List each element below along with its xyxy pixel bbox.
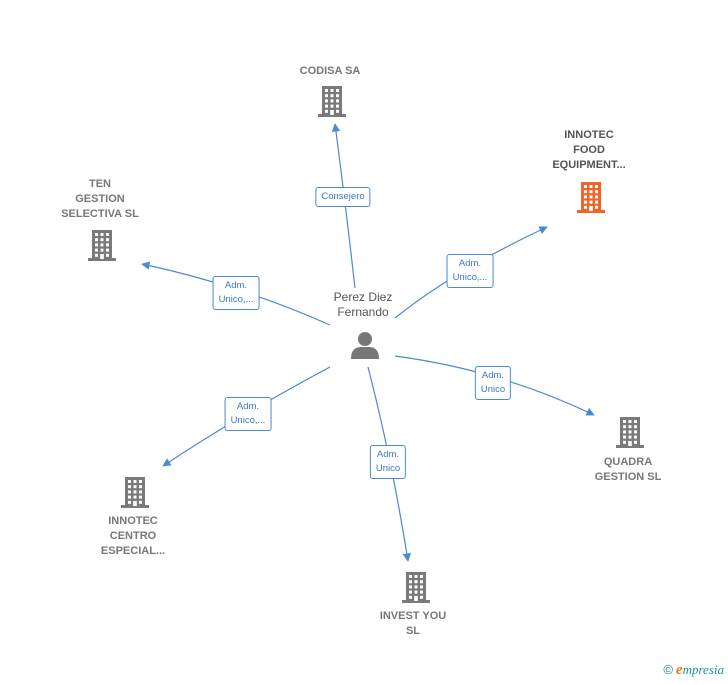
edge-label-invest_you[interactable]: Adm. Unico <box>369 445 407 479</box>
building-icon[interactable] <box>616 417 644 448</box>
company-label-invest_you[interactable]: INVEST YOU SL <box>379 610 447 637</box>
edge-label-ten_gestion[interactable]: Adm. Unico,... <box>212 276 260 310</box>
brand-initial: e <box>675 662 683 678</box>
building-icon[interactable] <box>88 230 116 261</box>
company-label-quadra[interactable]: QUADRA GESTION SL <box>594 456 662 483</box>
person-icon[interactable] <box>351 332 379 359</box>
person-label[interactable]: Perez Diez Fernando <box>333 290 393 319</box>
brand-footer: ©empresia <box>663 662 724 679</box>
edge-label-codisa[interactable]: Consejero <box>315 187 371 207</box>
company-label-codisa[interactable]: CODISA SA <box>299 65 361 77</box>
company-label-ten_gestion[interactable]: TEN GESTION SELECTIVA SL <box>61 178 139 220</box>
edge-label-innotec_food[interactable]: Adm. Unico,... <box>446 254 494 288</box>
building-icon[interactable] <box>577 182 605 213</box>
edge-label-quadra[interactable]: Adm. Unico <box>474 366 512 400</box>
copyright-symbol: © <box>663 662 673 677</box>
building-icon[interactable] <box>318 86 346 117</box>
edge-label-innotec_centro[interactable]: Adm. Unico,... <box>224 397 272 431</box>
building-icon[interactable] <box>402 572 430 603</box>
company-label-innotec_food[interactable]: INNOTEC FOOD EQUIPMENT... <box>552 129 626 171</box>
brand-name: mpresia <box>682 662 724 677</box>
company-label-innotec_centro[interactable]: INNOTEC CENTRO ESPECIAL... <box>100 515 166 557</box>
building-icon[interactable] <box>121 477 149 508</box>
